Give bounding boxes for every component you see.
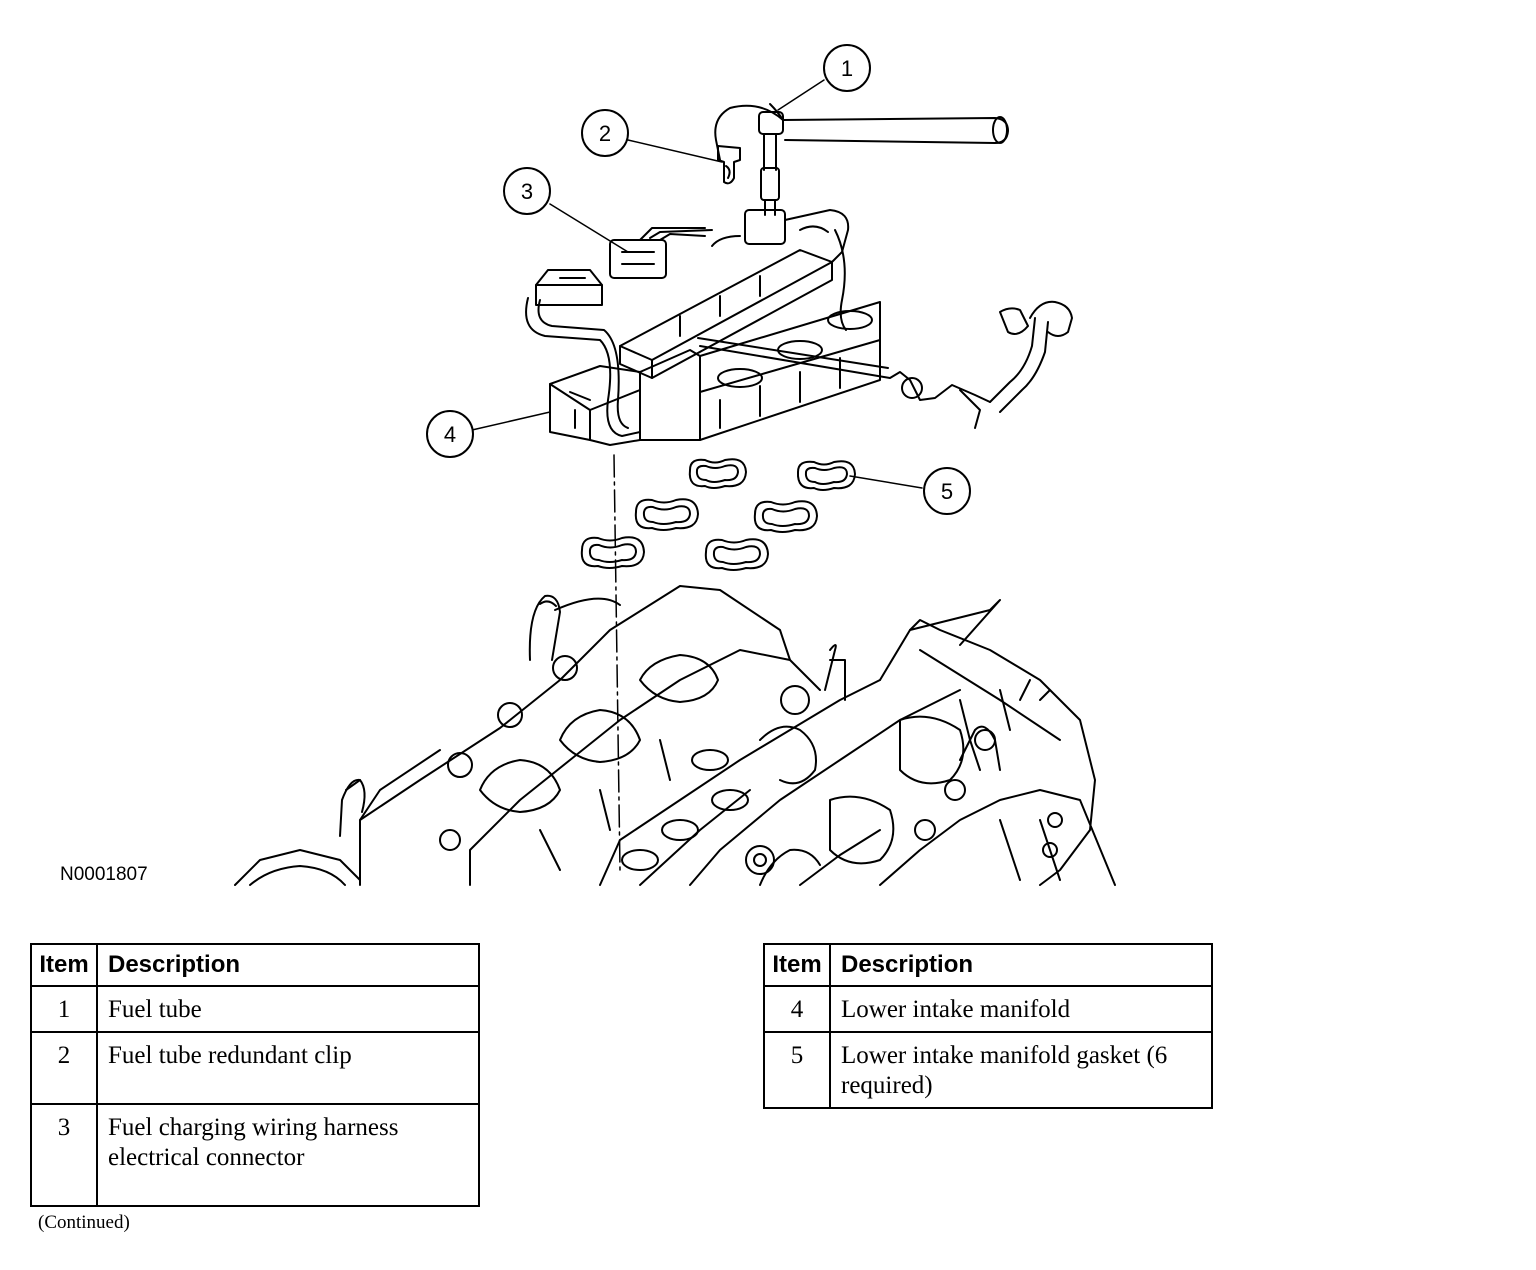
svg-text:3: 3 (521, 179, 533, 204)
callout-2: 2 (581, 109, 629, 157)
intake-gaskets-drawing (580, 458, 856, 571)
fuel-rail-drawing (619, 209, 850, 379)
description-column-header: Description (96, 943, 480, 987)
continued-note: (Continued) (38, 1212, 130, 1233)
legend-header-row: Item Description (763, 943, 1213, 987)
item-description: Lower intake manifold gasket (6 required… (829, 1031, 1213, 1109)
item-column-header: Item (30, 943, 98, 987)
callout-1: 1 (823, 44, 871, 92)
item-number: 5 (763, 1031, 831, 1109)
alignment-centerline (613, 454, 621, 871)
item-description: Lower intake manifold (829, 985, 1213, 1033)
svg-text:1: 1 (841, 56, 853, 81)
callout-3: 3 (503, 167, 551, 215)
item-column-header: Item (763, 943, 831, 987)
legend-row: 2 Fuel tube redundant clip (30, 1031, 480, 1105)
redundant-clip-drawing (717, 145, 741, 185)
item-number: 4 (763, 985, 831, 1033)
item-number: 2 (30, 1031, 98, 1105)
legend-table-right: Item Description 4 Lower intake manifold… (763, 943, 1213, 1109)
legend-table-left: Item Description 1 Fuel tube 2 Fuel tube… (30, 943, 480, 1207)
legend-row: 3 Fuel charging wiring harness electrica… (30, 1103, 480, 1207)
legend-header-row: Item Description (30, 943, 480, 987)
svg-text:4: 4 (444, 422, 456, 447)
figure-id: N0001807 (60, 864, 148, 885)
leader-lines (471, 79, 923, 489)
legend-row: 4 Lower intake manifold (763, 985, 1213, 1033)
legend-row: 5 Lower intake manifold gasket (6 requir… (763, 1031, 1213, 1109)
item-number: 3 (30, 1103, 98, 1207)
svg-text:2: 2 (599, 121, 611, 146)
svg-text:5: 5 (941, 479, 953, 504)
item-number: 1 (30, 985, 98, 1033)
engine-block-drawing (234, 585, 1116, 886)
callout-4: 4 (426, 410, 474, 458)
fuel-tube-drawing (714, 103, 1009, 216)
item-description: Fuel charging wiring harness electrical … (96, 1103, 480, 1207)
description-column-header: Description (829, 943, 1213, 987)
callout-5: 5 (923, 467, 971, 515)
legend-row: 1 Fuel tube (30, 985, 480, 1033)
item-description: Fuel tube redundant clip (96, 1031, 480, 1105)
exploded-view-diagram: 1 2 3 4 5 (234, 44, 1116, 886)
item-description: Fuel tube (96, 985, 480, 1033)
harness-connector-drawing (535, 227, 713, 306)
lower-intake-manifold-drawing (525, 297, 1073, 446)
